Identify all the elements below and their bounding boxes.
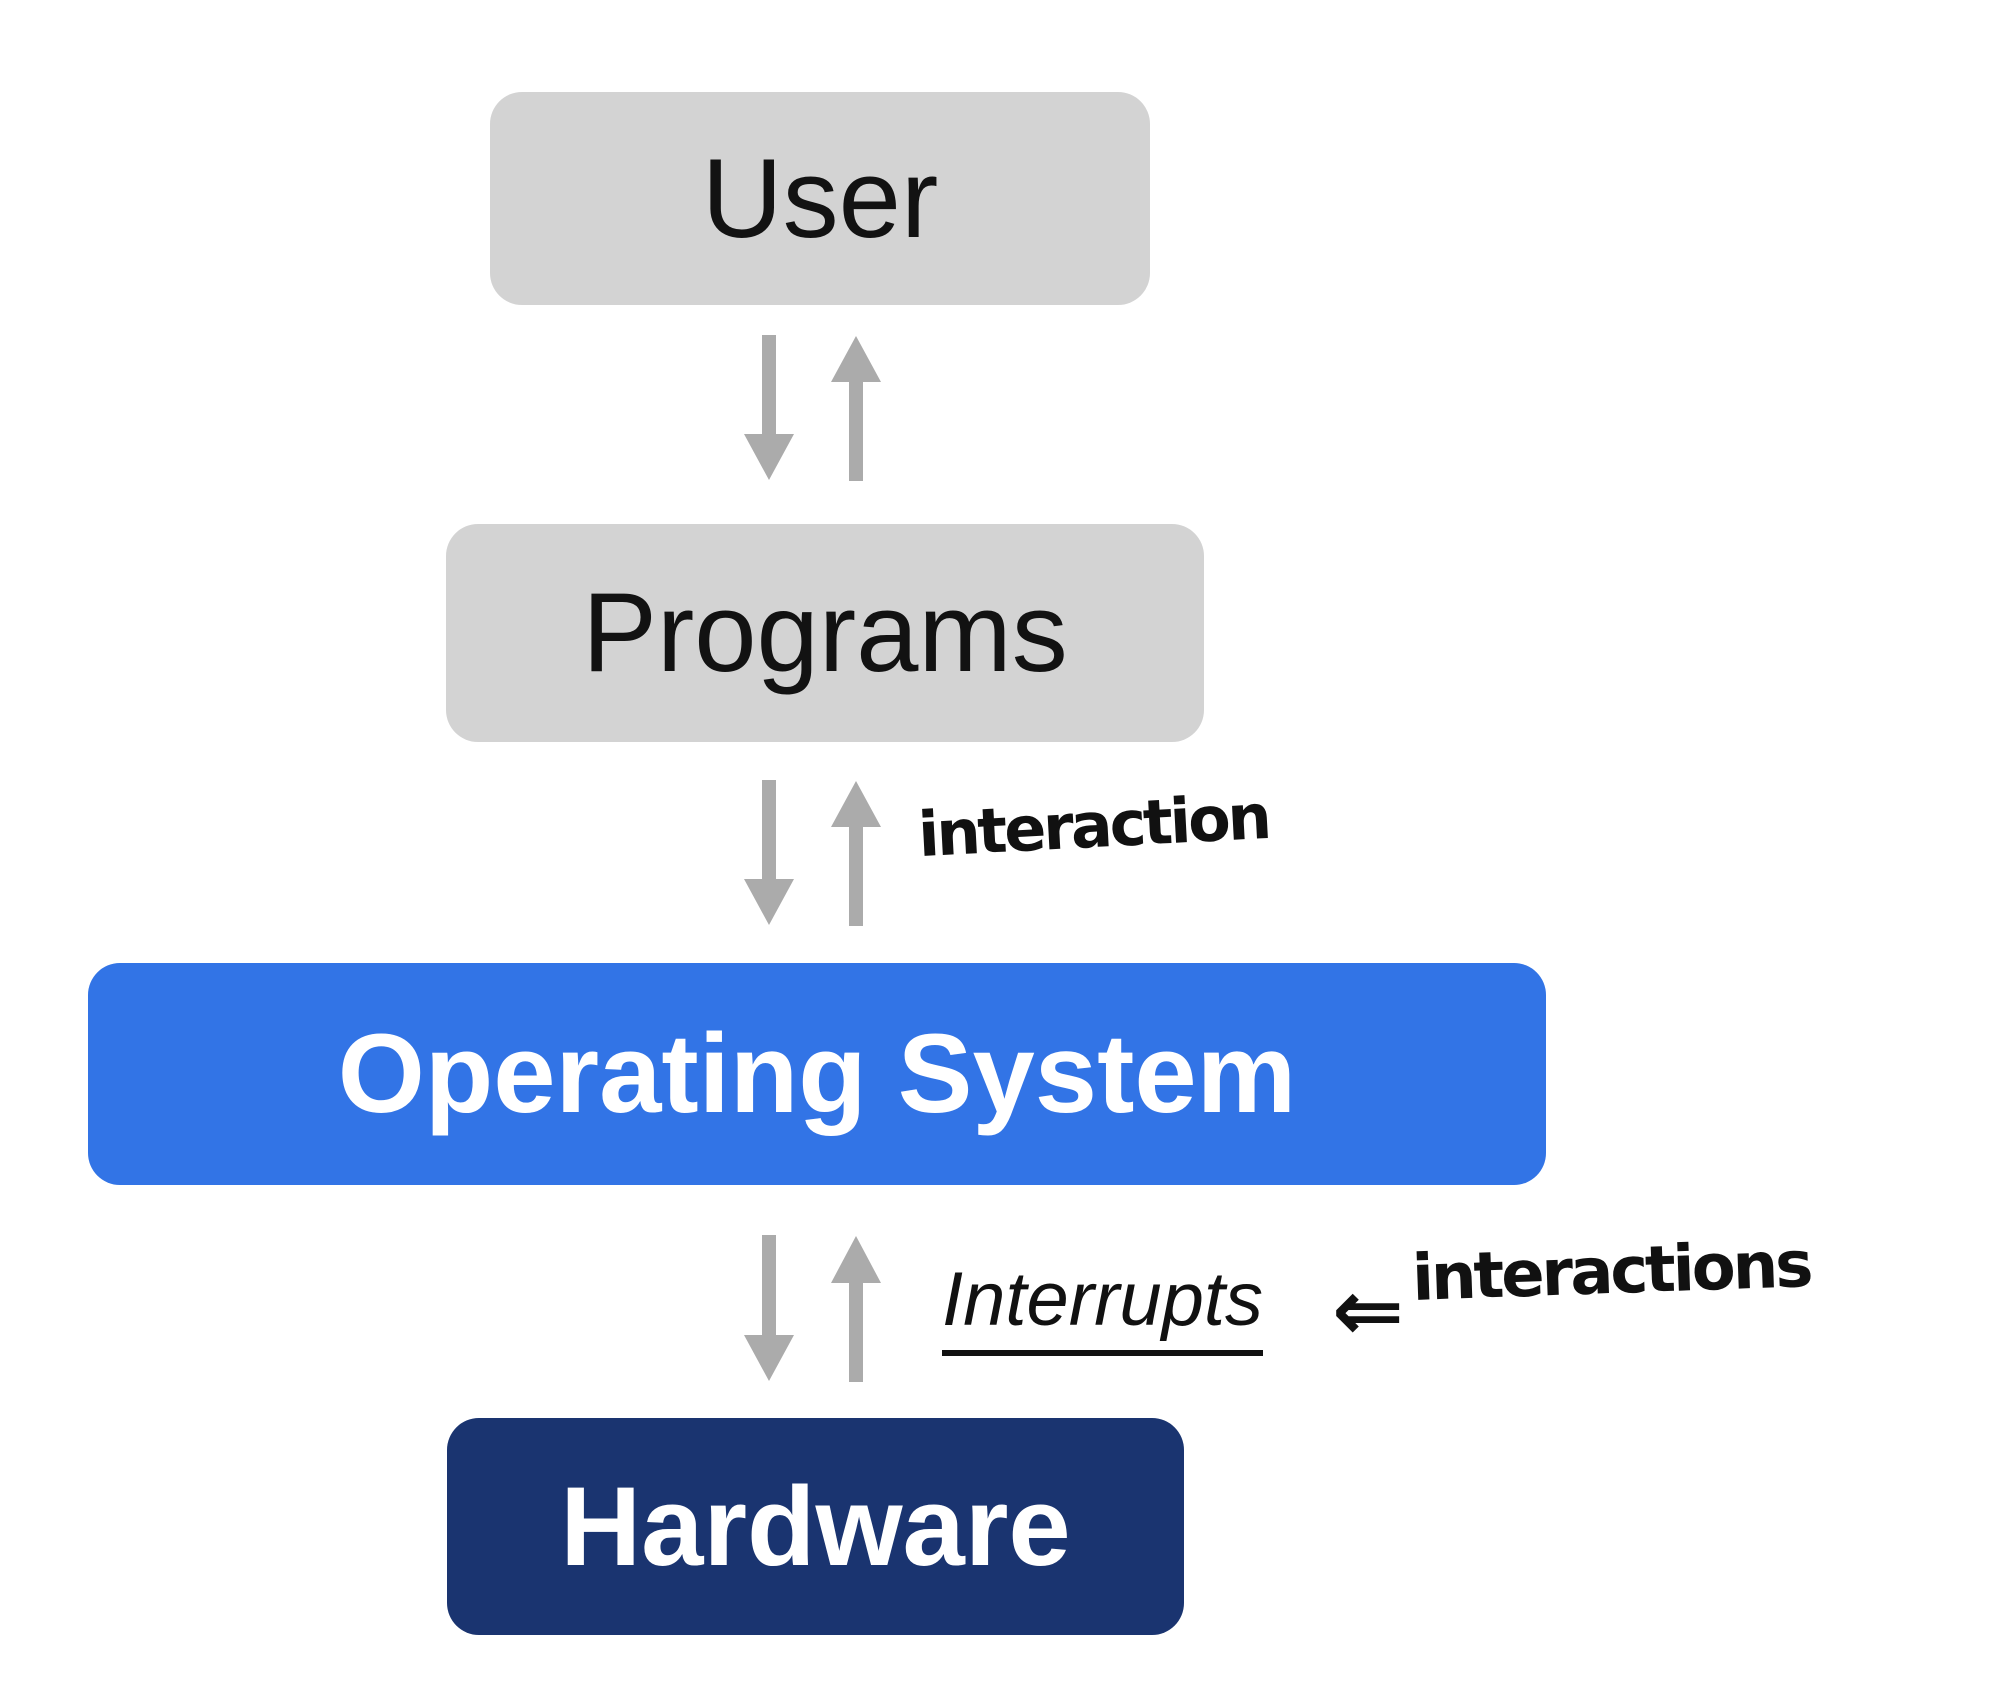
operating-system-box-label: Operating System xyxy=(337,1011,1297,1136)
interrupts-annotation: Interrupts xyxy=(942,1262,1264,1356)
user-box-label: User xyxy=(701,135,939,261)
down-arrow-shape xyxy=(744,1235,794,1381)
hardware-box: Hardware xyxy=(447,1418,1184,1635)
up-arrow-icon xyxy=(831,1236,881,1382)
up-arrow-shape xyxy=(831,336,881,481)
up-arrow-icon xyxy=(831,781,881,926)
down-arrow-icon xyxy=(744,335,794,480)
down-arrow-shape xyxy=(744,335,794,480)
up-arrow-icon xyxy=(831,336,881,481)
programs-box: Programs xyxy=(446,524,1204,742)
double-left-arrow-icon: ⇐ xyxy=(1332,1261,1405,1361)
up-arrow-shape xyxy=(831,1236,881,1382)
interaction-annotation: interaction xyxy=(916,779,1271,872)
user-box: User xyxy=(490,92,1150,305)
interactions-annotation: interactions xyxy=(1410,1228,1812,1316)
up-arrow-shape xyxy=(831,781,881,926)
down-arrow-icon xyxy=(744,1235,794,1381)
down-arrow-shape xyxy=(744,780,794,925)
hardware-box-label: Hardware xyxy=(560,1463,1071,1589)
down-arrow-icon xyxy=(744,780,794,925)
operating-system-box: Operating System xyxy=(88,963,1546,1185)
programs-box-label: Programs xyxy=(582,570,1068,695)
